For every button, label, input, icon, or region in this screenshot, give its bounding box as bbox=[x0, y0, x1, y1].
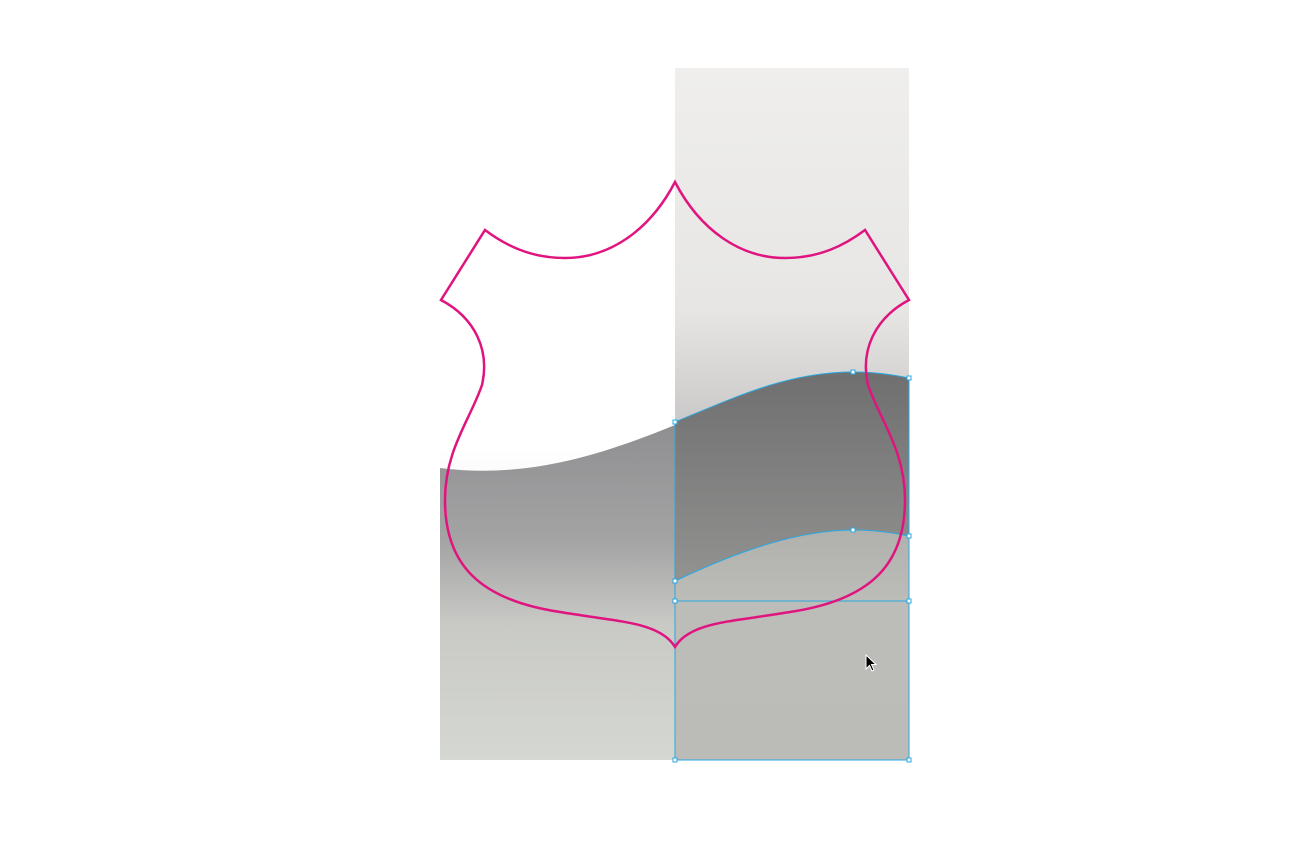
arrow-pointer-icon bbox=[865, 653, 878, 672]
left-gradient-panel[interactable] bbox=[440, 68, 675, 760]
right-bottom-block[interactable] bbox=[675, 601, 909, 760]
right-gradient-panel[interactable] bbox=[675, 68, 909, 760]
shield-outline[interactable] bbox=[439, 179, 911, 650]
anchor-point[interactable] bbox=[672, 757, 678, 763]
anchor-point[interactable] bbox=[906, 757, 912, 763]
anchor-point[interactable] bbox=[906, 533, 912, 539]
selection-upper-wave-path[interactable] bbox=[674, 371, 910, 761]
left-shadow-wave[interactable] bbox=[440, 425, 675, 760]
selection-lower-wave-path[interactable] bbox=[674, 529, 910, 582]
anchor-point[interactable] bbox=[850, 369, 856, 375]
anchor-point[interactable] bbox=[672, 419, 678, 425]
anchor-point[interactable] bbox=[906, 375, 912, 381]
right-light-wave[interactable] bbox=[675, 530, 909, 601]
selection-outline[interactable] bbox=[672, 369, 912, 763]
anchor-point[interactable] bbox=[906, 598, 912, 604]
anchor-point[interactable] bbox=[672, 578, 678, 584]
anchor-point[interactable] bbox=[672, 598, 678, 604]
anchor-point[interactable] bbox=[850, 527, 856, 533]
